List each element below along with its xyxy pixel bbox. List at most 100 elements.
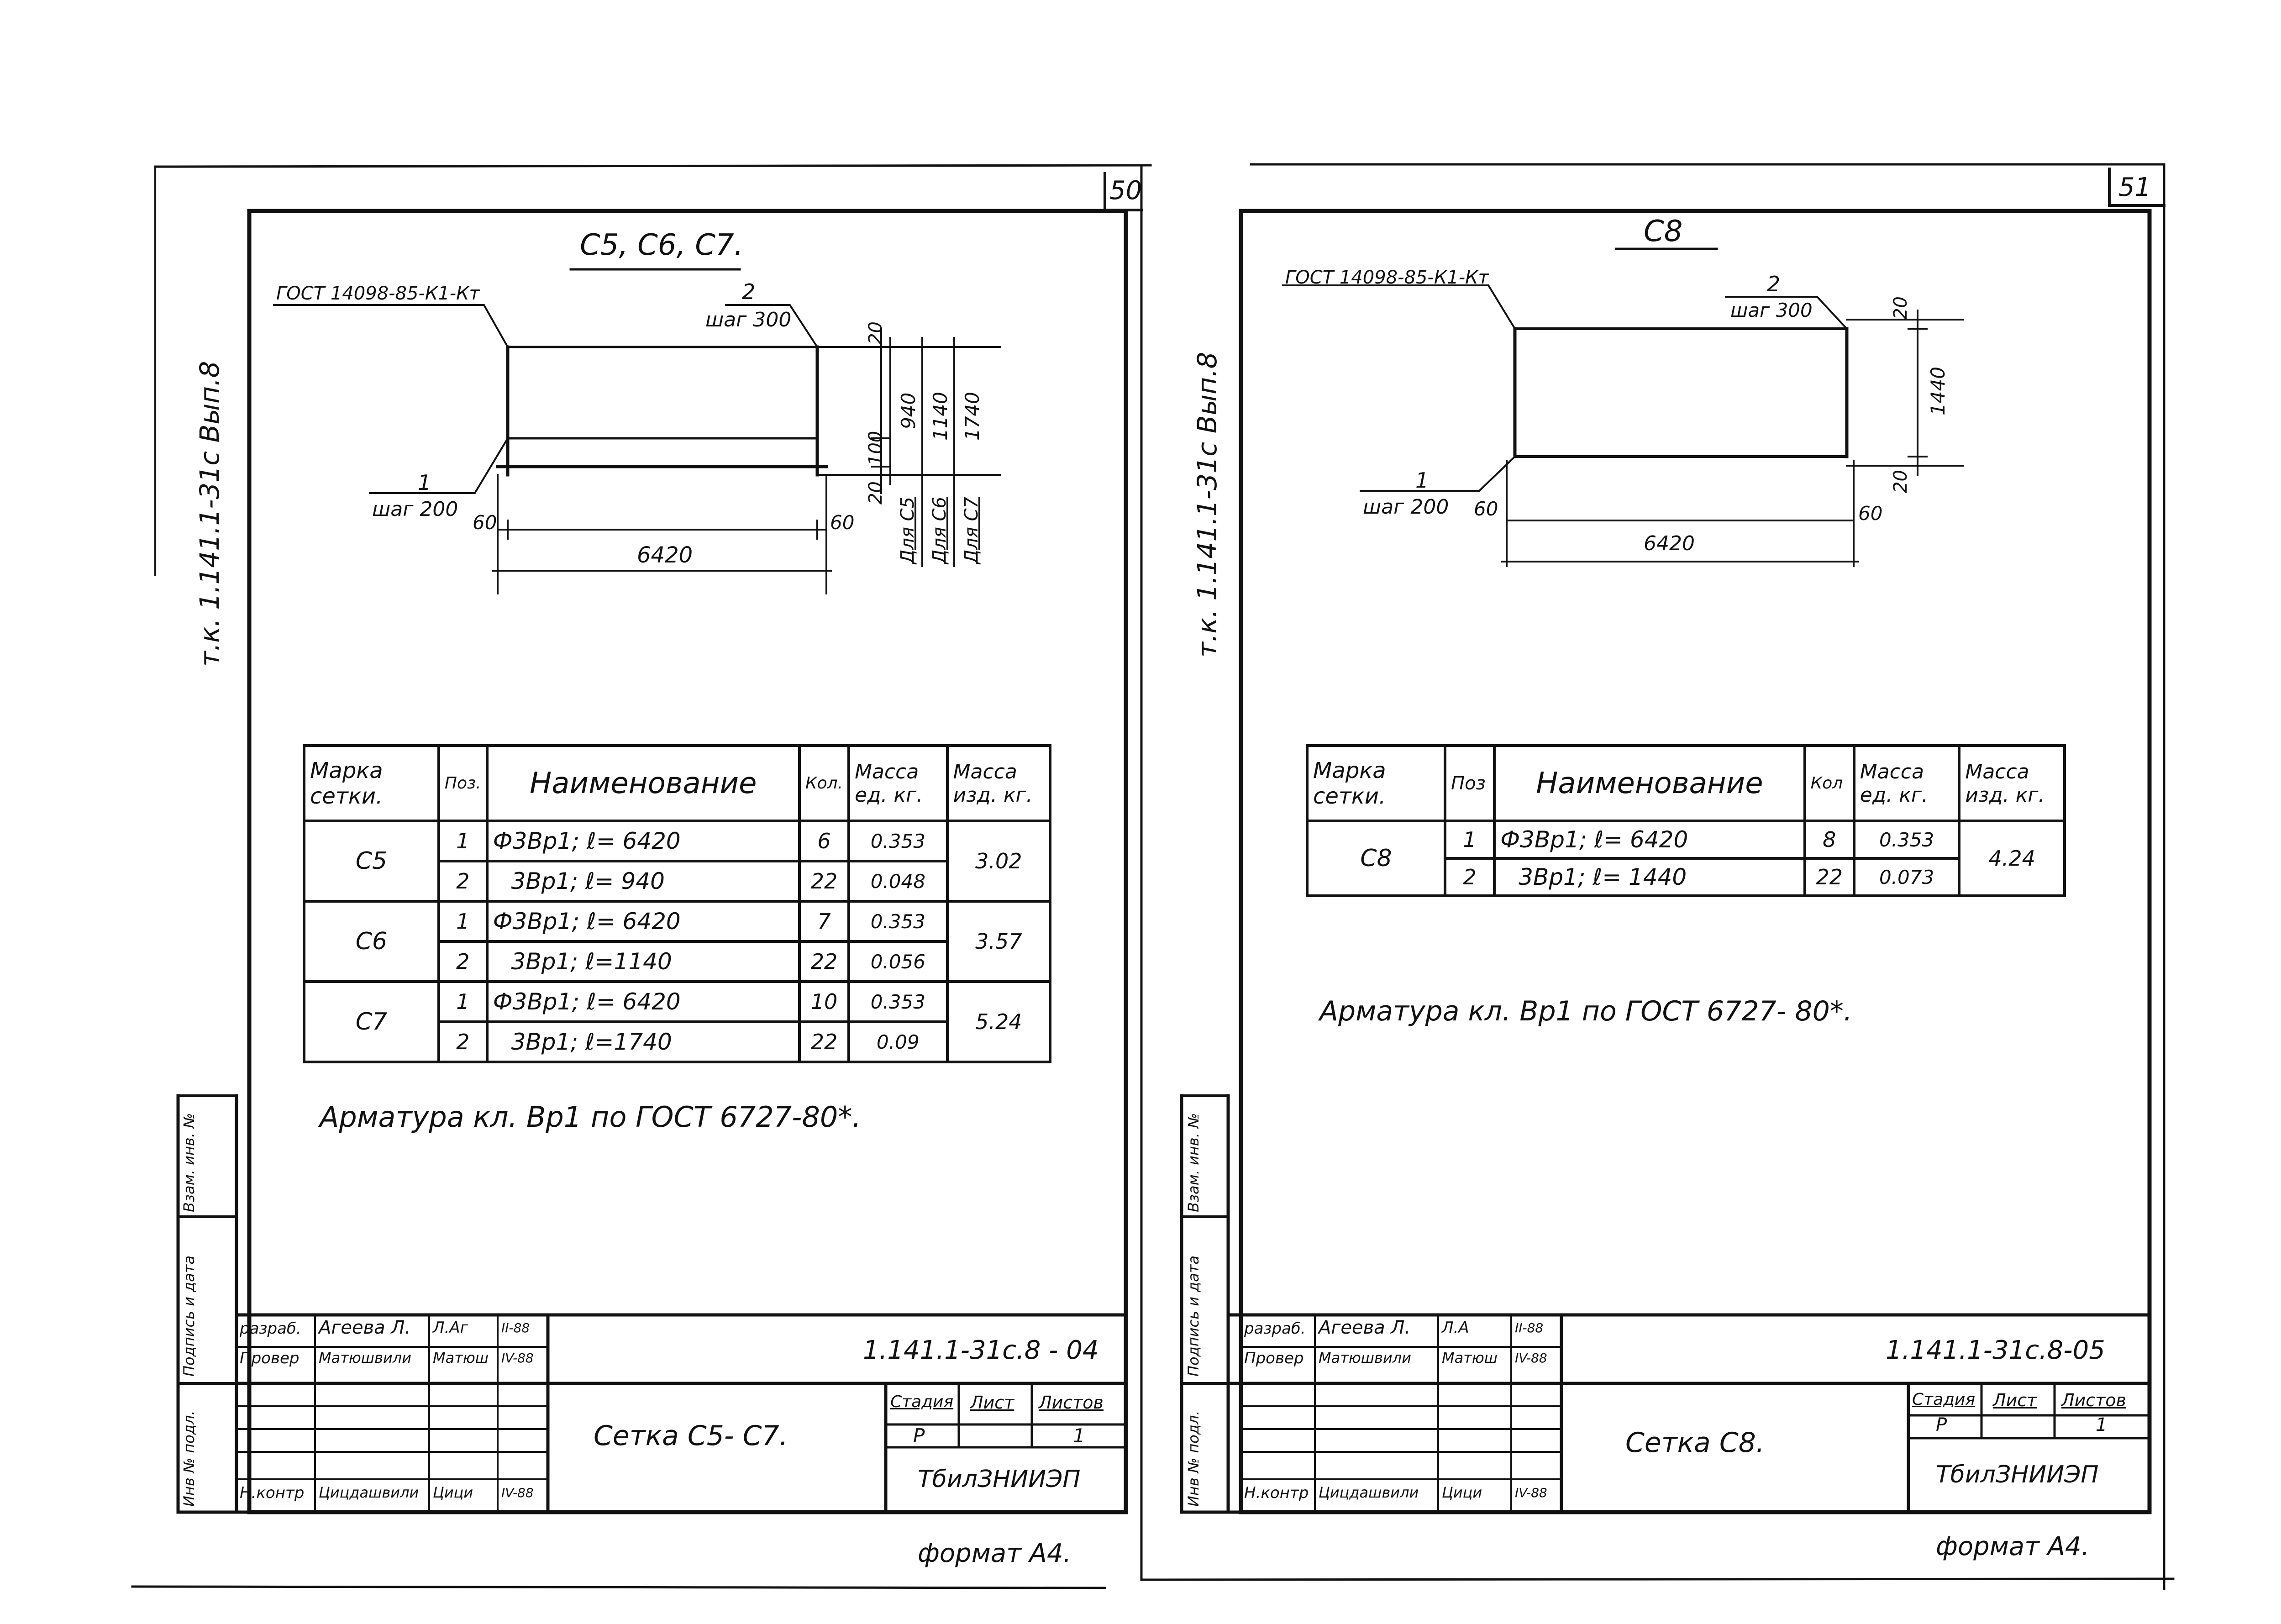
right-dim-length: 6420 xyxy=(1644,532,1695,555)
left-sheet-name: Сетка С5- С7. xyxy=(594,1420,788,1452)
left-gost-label: ГОСТ 14098-85-К1-Кт xyxy=(276,283,480,304)
left-pos2-num: 2 xyxy=(742,279,756,304)
left-drawing-title: С5, С6, С7. xyxy=(580,228,743,262)
right-prover-name: Матюшвили xyxy=(1319,1349,1411,1366)
right-org-name: ТбилЗНИИЭП xyxy=(1936,1461,2099,1488)
left-stadia-value: Р xyxy=(913,1424,925,1447)
spec-mark: С7 xyxy=(303,980,440,1063)
spec-mass-item: 3.02 xyxy=(946,820,1052,903)
left-stadia-label: Стадия xyxy=(890,1393,954,1411)
left-dim-940: 940 xyxy=(897,392,920,429)
left-prover-sign: Матюш xyxy=(433,1349,489,1366)
spec-qty: 10 xyxy=(798,980,851,1023)
right-spec-table: Марка сетки. Поз Наименование Кол Масса … xyxy=(1306,744,2066,897)
spec-mass-unit: 0.056 xyxy=(847,940,949,983)
spec-pos: 2 xyxy=(437,940,489,983)
header-mark: Марка сетки. xyxy=(303,744,440,822)
header-name: Наименование xyxy=(485,744,801,822)
right-razrab-sign: Л.А xyxy=(1442,1319,1469,1337)
left-side-podpis-data: Подпись и дата xyxy=(180,1255,198,1377)
right-stadia-value: Р xyxy=(1936,1414,1947,1435)
right-listov-value: 1 xyxy=(2096,1414,2108,1435)
header-mass-item: Масса изд. кг. xyxy=(1958,744,2066,822)
spec-mass-unit: 0.09 xyxy=(847,1020,949,1063)
left-doc-code: 1.141.1-31с.8 - 04 xyxy=(863,1335,1099,1365)
right-prover-date: IV-88 xyxy=(1515,1351,1547,1366)
spec-pos: 1 xyxy=(437,980,489,1023)
spec-name: Ф3Вр1; ℓ= 6420 xyxy=(485,900,801,943)
spec-mark: С8 xyxy=(1306,820,1446,897)
spec-mass-item: 4.24 xyxy=(1958,820,2066,897)
right-gost-label: ГОСТ 14098-85-К1-Кт xyxy=(1285,267,1489,288)
right-side-vzam-inv: Взам. инв. № xyxy=(1185,1113,1202,1212)
left-spec-table: Марка сетки. Поз. Наименование Кол. Масс… xyxy=(303,744,1052,1063)
header-pos: Поз xyxy=(1443,744,1496,822)
spec-mass-unit: 0.353 xyxy=(847,980,949,1023)
right-pos1-step: шаг 200 xyxy=(1363,495,1449,519)
right-side-code: т.к. 1.141.1-31с Вып.8 xyxy=(1192,352,1223,657)
header-qty: Кол xyxy=(1803,744,1855,822)
spec-qty: 22 xyxy=(798,940,851,983)
left-listov-label: Листов xyxy=(1039,1393,1104,1413)
spec-qty: 6 xyxy=(798,820,851,862)
spec-qty: 7 xyxy=(798,900,851,943)
header-name: Наименование xyxy=(1493,744,1806,822)
spec-pos: 2 xyxy=(1443,857,1496,897)
left-prover-role: Провер xyxy=(240,1349,300,1367)
right-side-podpis-data: Подпись и дата xyxy=(1185,1255,1202,1377)
spec-name: Ф3Вр1; ℓ= 6420 xyxy=(1493,820,1806,860)
header-mass-unit: Масса ед. кг. xyxy=(1852,744,1961,822)
left-dim-100: 100 xyxy=(865,431,886,466)
left-for-c5: Для С5 xyxy=(897,497,918,564)
spec-mark: С6 xyxy=(303,900,440,983)
spec-name: Ф3Вр1; ℓ= 6420 xyxy=(485,820,801,862)
spec-pos: 1 xyxy=(437,820,489,862)
spec-mass-unit: 0.353 xyxy=(1852,820,1961,860)
spec-mass-unit: 0.353 xyxy=(847,820,949,862)
right-dim-60-left: 60 xyxy=(1474,498,1498,520)
left-dim-length: 6420 xyxy=(637,542,693,568)
right-note: Арматура кл. Вр1 по ГОСТ 6727- 80*. xyxy=(1319,995,1852,1027)
left-side-vzam-inv: Взам. инв. № xyxy=(180,1113,198,1212)
left-dim-20-bottom: 20 xyxy=(865,481,886,505)
right-list-label: Лист xyxy=(1993,1390,2037,1410)
left-razrab-role: разраб. xyxy=(240,1319,301,1338)
header-mark: Марка сетки. xyxy=(1306,744,1446,822)
left-razrab-date: II-88 xyxy=(501,1320,530,1335)
spec-name: 3Вр1; ℓ=1140 xyxy=(485,940,801,983)
right-dim-20-top: 20 xyxy=(1890,296,1911,320)
right-dim-1440: 1440 xyxy=(1927,367,1949,415)
spec-mass-unit: 0.048 xyxy=(847,860,949,903)
spec-mass-unit: 0.353 xyxy=(847,900,949,943)
spec-name: 3Вр1; ℓ=1740 xyxy=(485,1020,801,1063)
header-mass-unit: Масса ед. кг. xyxy=(847,744,949,822)
left-pos1-num: 1 xyxy=(418,470,431,495)
right-doc-code: 1.141.1-31с.8-05 xyxy=(1886,1335,2105,1365)
spec-name: 3Вр1; ℓ= 940 xyxy=(485,860,801,903)
left-for-c6: Для С6 xyxy=(929,497,950,564)
spec-mass-item: 3.57 xyxy=(946,900,1052,983)
left-razrab-name: Агеева Л. xyxy=(319,1317,411,1338)
left-prover-date: IV-88 xyxy=(501,1351,534,1366)
right-prover-sign: Матюш xyxy=(1442,1349,1498,1366)
right-drawing-title: С8 xyxy=(1644,215,1683,248)
left-for-c7: Для С7 xyxy=(961,497,982,564)
left-nkontr-sign: Цици xyxy=(433,1484,473,1501)
left-dim-20-top: 20 xyxy=(865,321,886,345)
left-pos2-step: шаг 300 xyxy=(705,308,792,331)
spec-mark: С5 xyxy=(303,820,440,903)
left-razrab-sign: Л.Аг xyxy=(433,1319,468,1337)
header-qty: Кол. xyxy=(798,744,851,822)
right-razrab-name: Агеева Л. xyxy=(1319,1317,1411,1338)
left-side-code: т.к. 1.141.1-31с Вып.8 xyxy=(194,361,225,667)
right-nkontr-date: IV-88 xyxy=(1515,1485,1547,1500)
left-dim-60-right: 60 xyxy=(830,511,855,534)
right-dim-20-bottom: 20 xyxy=(1890,470,1911,493)
spec-mass-unit: 0.073 xyxy=(1852,857,1961,897)
left-listov-value: 1 xyxy=(1073,1424,1085,1447)
left-dim-1740: 1740 xyxy=(961,392,983,441)
left-pos1-step: шаг 200 xyxy=(372,498,458,521)
right-listov-label: Листов xyxy=(2061,1390,2126,1410)
left-note: Арматура кл. Вр1 по ГОСТ 6727-80*. xyxy=(320,1100,862,1134)
